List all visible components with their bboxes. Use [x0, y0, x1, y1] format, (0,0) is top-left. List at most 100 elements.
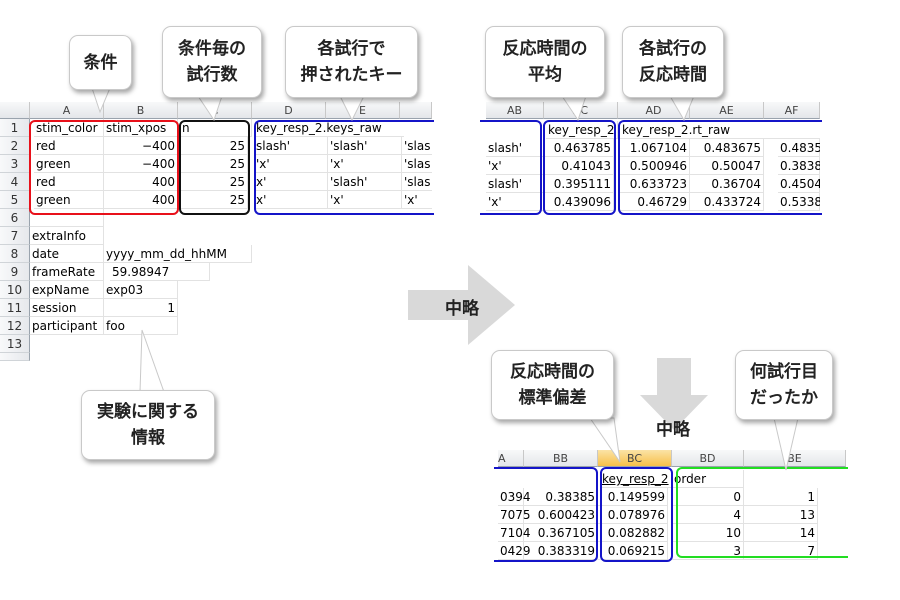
- cell[interactable]: x': [254, 173, 328, 191]
- column-header-a[interactable]: A: [30, 102, 104, 119]
- column-header-af[interactable]: AF: [764, 102, 820, 119]
- cell[interactable]: key_resp_2.rt_raw: [620, 121, 820, 139]
- column-header-bd[interactable]: BD: [672, 450, 744, 467]
- cell[interactable]: 25: [178, 191, 248, 209]
- cell[interactable]: slash': [254, 137, 328, 155]
- row-number-partial[interactable]: [0, 353, 30, 361]
- cell[interactable]: 0.4504: [778, 175, 820, 193]
- cell[interactable]: 0.633723: [618, 175, 690, 193]
- cell[interactable]: 'slas: [402, 155, 432, 173]
- cell[interactable]: 1: [104, 299, 178, 317]
- cell[interactable]: frameRate: [30, 263, 104, 281]
- cell[interactable]: 0.433724: [690, 193, 764, 211]
- row-number[interactable]: 7: [0, 227, 30, 245]
- cell[interactable]: 0.500946: [618, 157, 690, 175]
- cell[interactable]: 0.41043: [544, 157, 614, 175]
- cell[interactable]: 25: [178, 137, 248, 155]
- cell[interactable]: 0.149599: [598, 488, 668, 506]
- column-header-e[interactable]: E: [326, 102, 400, 119]
- cell[interactable]: key_resp_2.keys_raw: [254, 119, 404, 137]
- row-number[interactable]: 6: [0, 209, 30, 227]
- cell[interactable]: 'x': [254, 155, 328, 173]
- cell[interactable]: 7: [744, 542, 818, 560]
- cell[interactable]: 0.439096: [544, 193, 614, 211]
- cell[interactable]: 4: [672, 506, 744, 524]
- column-header-partial[interactable]: A: [498, 450, 524, 467]
- cell[interactable]: 0.078976: [598, 506, 668, 524]
- callout-trial-order: 何試行目 だったか: [735, 350, 833, 420]
- column-header-bb[interactable]: BB: [524, 450, 598, 467]
- cell[interactable]: 0.5338: [778, 193, 820, 211]
- cell[interactable]: 59.98947: [110, 263, 210, 281]
- cell[interactable]: 0394: [498, 488, 531, 506]
- cell[interactable]: foo: [104, 317, 178, 335]
- select-all-corner[interactable]: [0, 102, 30, 119]
- spreadsheet-rt-columns: AB AC AD AE AF key_resp_2 key_resp_2.rt_…: [486, 102, 820, 214]
- cell[interactable]: 10: [672, 524, 744, 542]
- cell[interactable]: red: [34, 137, 104, 155]
- cell[interactable]: extraInfo: [30, 227, 104, 245]
- column-header-b[interactable]: B: [104, 102, 178, 119]
- cell[interactable]: key_resp_2: [546, 121, 618, 139]
- cell[interactable]: 1: [744, 488, 818, 506]
- cell[interactable]: 0.395111: [544, 175, 614, 193]
- callout-rt-std: 反応時間の 標準偏差: [491, 350, 614, 420]
- cell[interactable]: green: [34, 155, 104, 173]
- cell[interactable]: n: [180, 119, 252, 137]
- cell[interactable]: [30, 209, 104, 227]
- cell[interactable]: 'slash': [328, 173, 402, 191]
- cell[interactable]: 3: [672, 542, 744, 560]
- cell[interactable]: x': [254, 191, 328, 209]
- column-header-d[interactable]: D: [252, 102, 326, 119]
- cell[interactable]: 0: [672, 488, 744, 506]
- cell[interactable]: session: [30, 299, 104, 317]
- cell[interactable]: stim_color: [34, 119, 104, 137]
- cell[interactable]: 'slas: [402, 137, 432, 155]
- cell[interactable]: 0.483675: [690, 139, 764, 157]
- cell[interactable]: 25: [178, 155, 248, 173]
- column-header-ae[interactable]: AE: [690, 102, 764, 119]
- row-number[interactable]: 12: [0, 317, 30, 335]
- cell[interactable]: 0.463785: [544, 139, 614, 157]
- row-number[interactable]: 8: [0, 245, 30, 263]
- cell[interactable]: yyyy_mm_dd_hhMM: [104, 245, 252, 263]
- row-number[interactable]: 13: [0, 335, 30, 353]
- callout-text: 条件毎の: [178, 39, 246, 59]
- row-number[interactable]: 11: [0, 299, 30, 317]
- cell[interactable]: 0.3838: [778, 157, 820, 175]
- cell[interactable]: 7075: [498, 506, 531, 524]
- cell[interactable]: date: [30, 245, 104, 263]
- cell[interactable]: 0.50047: [690, 157, 764, 175]
- cell[interactable]: 1.067104: [618, 139, 690, 157]
- column-header-f[interactable]: [400, 102, 432, 119]
- cell[interactable]: 13: [744, 506, 818, 524]
- callout-text: 反応時間の: [510, 362, 595, 382]
- cell[interactable]: 0.46729: [618, 193, 690, 211]
- cell[interactable]: 'x': [328, 191, 402, 209]
- column-header-ab[interactable]: AB: [486, 102, 544, 119]
- callout-condition: 条件: [69, 35, 132, 90]
- cell[interactable]: green: [34, 191, 104, 209]
- cell[interactable]: 'x': [328, 155, 402, 173]
- column-header-be[interactable]: BE: [744, 450, 846, 467]
- cell[interactable]: 0.4835: [778, 139, 820, 157]
- cell[interactable]: 0429: [498, 542, 531, 560]
- cell[interactable]: exp03: [104, 281, 178, 299]
- cell[interactable]: red: [34, 173, 104, 191]
- cell[interactable]: 0.36704: [690, 175, 764, 193]
- cell[interactable]: 7104: [498, 524, 531, 542]
- column-header-ad[interactable]: AD: [618, 102, 690, 119]
- cell[interactable]: participant: [30, 317, 104, 335]
- cell[interactable]: 'slash': [328, 137, 402, 155]
- cell[interactable]: 'slas: [402, 173, 432, 191]
- cell[interactable]: 25: [178, 173, 248, 191]
- cell[interactable]: 'x': [402, 191, 432, 209]
- row-number[interactable]: 9: [0, 263, 30, 281]
- cell[interactable]: order: [672, 470, 744, 488]
- cell[interactable]: 0.082882: [598, 524, 668, 542]
- cell[interactable]: 14: [744, 524, 818, 542]
- cell[interactable]: 0.069215: [598, 542, 668, 560]
- row-number[interactable]: 10: [0, 281, 30, 299]
- callout-text: 押されたキー: [300, 65, 403, 85]
- cell[interactable]: expName: [30, 281, 104, 299]
